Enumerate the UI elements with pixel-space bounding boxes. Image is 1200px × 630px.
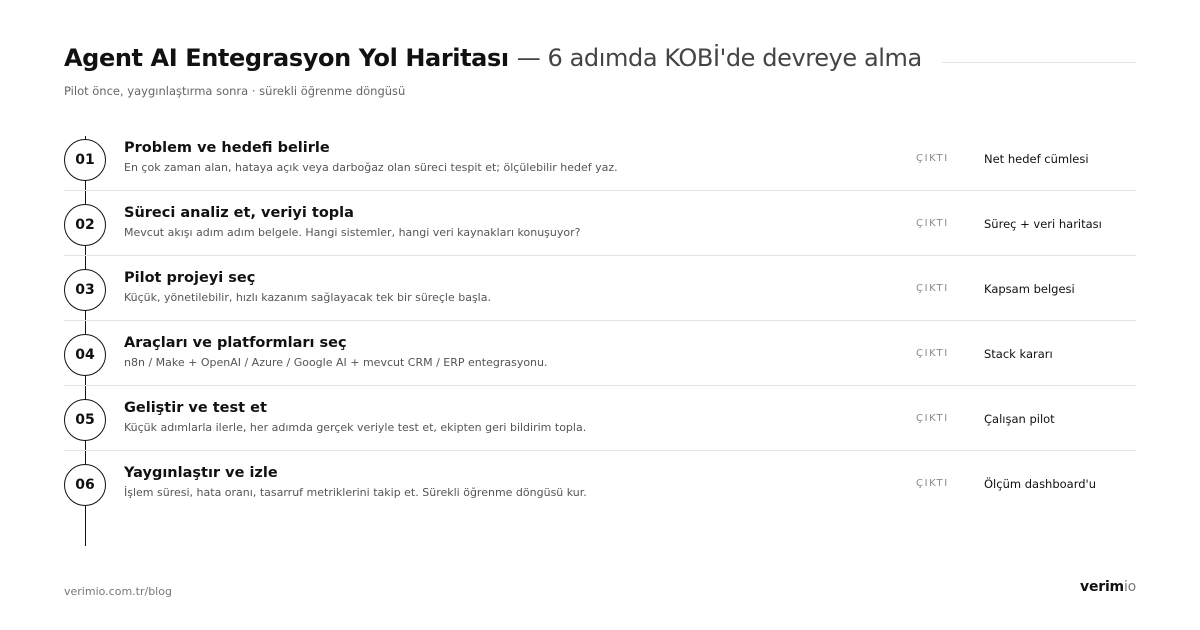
- step-row: 02 Süreci analiz et, veriyi topla Mevcut…: [64, 191, 1136, 256]
- logo-wordmark-light: io: [1123, 579, 1136, 595]
- step-output-label: ÇIKTI: [916, 218, 949, 229]
- step-row: 05 Geliştir ve test et Küçük adımlarla i…: [64, 386, 1136, 451]
- step-number-badge: 05: [64, 399, 106, 441]
- step-title: Yaygınlaştır ve izle: [124, 465, 278, 481]
- step-output-value: Süreç + veri haritası: [984, 217, 1102, 231]
- step-output-value: Ölçüm dashboard'u: [984, 477, 1097, 491]
- step-title: Süreci analiz et, veriyi topla: [124, 205, 354, 221]
- page-title: Agent AI Entegrasyon Yol Haritası: [64, 44, 509, 72]
- step-row: 03 Pilot projeyi seç Küçük, yönetilebili…: [64, 256, 1136, 321]
- step-title: Problem ve hedefi belirle: [124, 140, 330, 156]
- footer-url[interactable]: verimio.com.tr/blog: [64, 585, 172, 598]
- step-row: 04 Araçları ve platformları seç n8n / Ma…: [64, 321, 1136, 386]
- step-title: Araçları ve platformları seç: [124, 335, 347, 351]
- step-output-value: Çalışan pilot: [984, 412, 1055, 426]
- page-title-suffix: — 6 adımda KOBİ'de devreye alma: [516, 44, 923, 72]
- title-row: Agent AI Entegrasyon Yol Haritası — 6 ad…: [64, 44, 1136, 72]
- logo-wordmark-strong: verim: [1080, 579, 1124, 595]
- step-row: 06 Yaygınlaştır ve izle İşlem süresi, ha…: [64, 451, 1136, 516]
- step-title: Pilot projeyi seç: [124, 270, 256, 286]
- step-output-label: ÇIKTI: [916, 413, 949, 424]
- step-number-badge: 06: [64, 464, 106, 506]
- step-description: Küçük, yönetilebilir, hızlı kazanım sağl…: [124, 291, 491, 304]
- step-title: Geliştir ve test et: [124, 400, 267, 416]
- step-number-badge: 03: [64, 269, 106, 311]
- step-output-label: ÇIKTI: [916, 348, 949, 359]
- step-output-value: Stack kararı: [984, 347, 1053, 361]
- step-number-badge: 01: [64, 139, 106, 181]
- step-number-badge: 04: [64, 334, 106, 376]
- step-output-label: ÇIKTI: [916, 153, 949, 164]
- step-output-value: Net hedef cümlesi: [984, 152, 1089, 166]
- step-output-label: ÇIKTI: [916, 478, 949, 489]
- step-output-value: Kapsam belgesi: [984, 282, 1075, 296]
- steps-list: 01 Problem ve hedefi belirle En çok zama…: [64, 126, 1136, 516]
- step-description: En çok zaman alan, hataya açık veya darb…: [124, 161, 618, 174]
- page-subtitle: Pilot önce, yaygınlaştırma sonra · sürek…: [64, 84, 406, 98]
- step-description: İşlem süresi, hata oranı, tasarruf metri…: [124, 486, 587, 499]
- title-divider: [941, 61, 1136, 63]
- brand-logo[interactable]: verimio: [1080, 579, 1136, 595]
- step-description: n8n / Make + OpenAI / Azure / Google AI …: [124, 356, 548, 369]
- step-output-label: ÇIKTI: [916, 283, 949, 294]
- step-description: Küçük adımlarla ilerle, her adımda gerçe…: [124, 421, 587, 434]
- step-description: Mevcut akışı adım adım belgele. Hangi si…: [124, 226, 581, 239]
- step-row: 01 Problem ve hedefi belirle En çok zama…: [64, 126, 1136, 191]
- step-number-badge: 02: [64, 204, 106, 246]
